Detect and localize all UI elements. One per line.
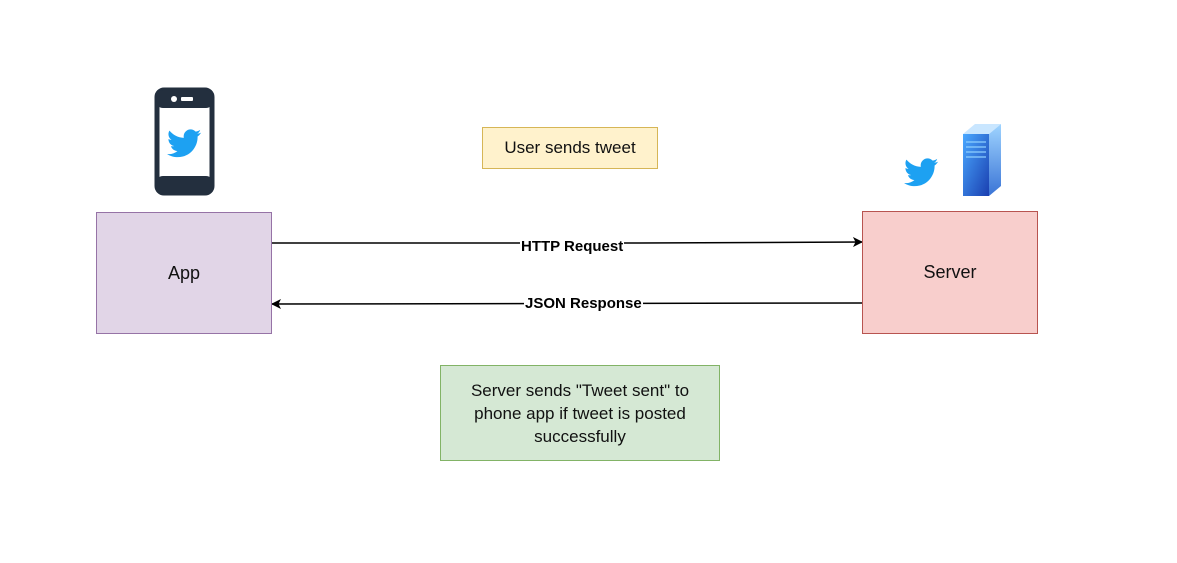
server-tower-icon xyxy=(963,124,1001,196)
server-node-label: Server xyxy=(923,262,977,282)
server-node[interactable]: Server xyxy=(862,211,1038,334)
user-sends-tweet-text: User sends tweet xyxy=(504,138,636,157)
mobile-phone-icon xyxy=(154,87,215,196)
twitter-bird-icon xyxy=(167,129,202,158)
server-response-text: Server sends "Tweet sent" to phone app i… xyxy=(470,380,690,446)
app-node[interactable]: App xyxy=(96,212,272,334)
http-request-label: HTTP Request xyxy=(520,238,625,256)
app-node-label: App xyxy=(167,262,201,283)
user-sends-tweet-note[interactable]: User sends tweet xyxy=(482,127,658,169)
http-request-arrow xyxy=(272,237,863,248)
json-response-label: JSON Response xyxy=(524,295,643,313)
twitter-bird-icon xyxy=(904,158,939,187)
server-response-note[interactable]: Server sends "Tweet sent" to phone app i… xyxy=(440,365,720,461)
